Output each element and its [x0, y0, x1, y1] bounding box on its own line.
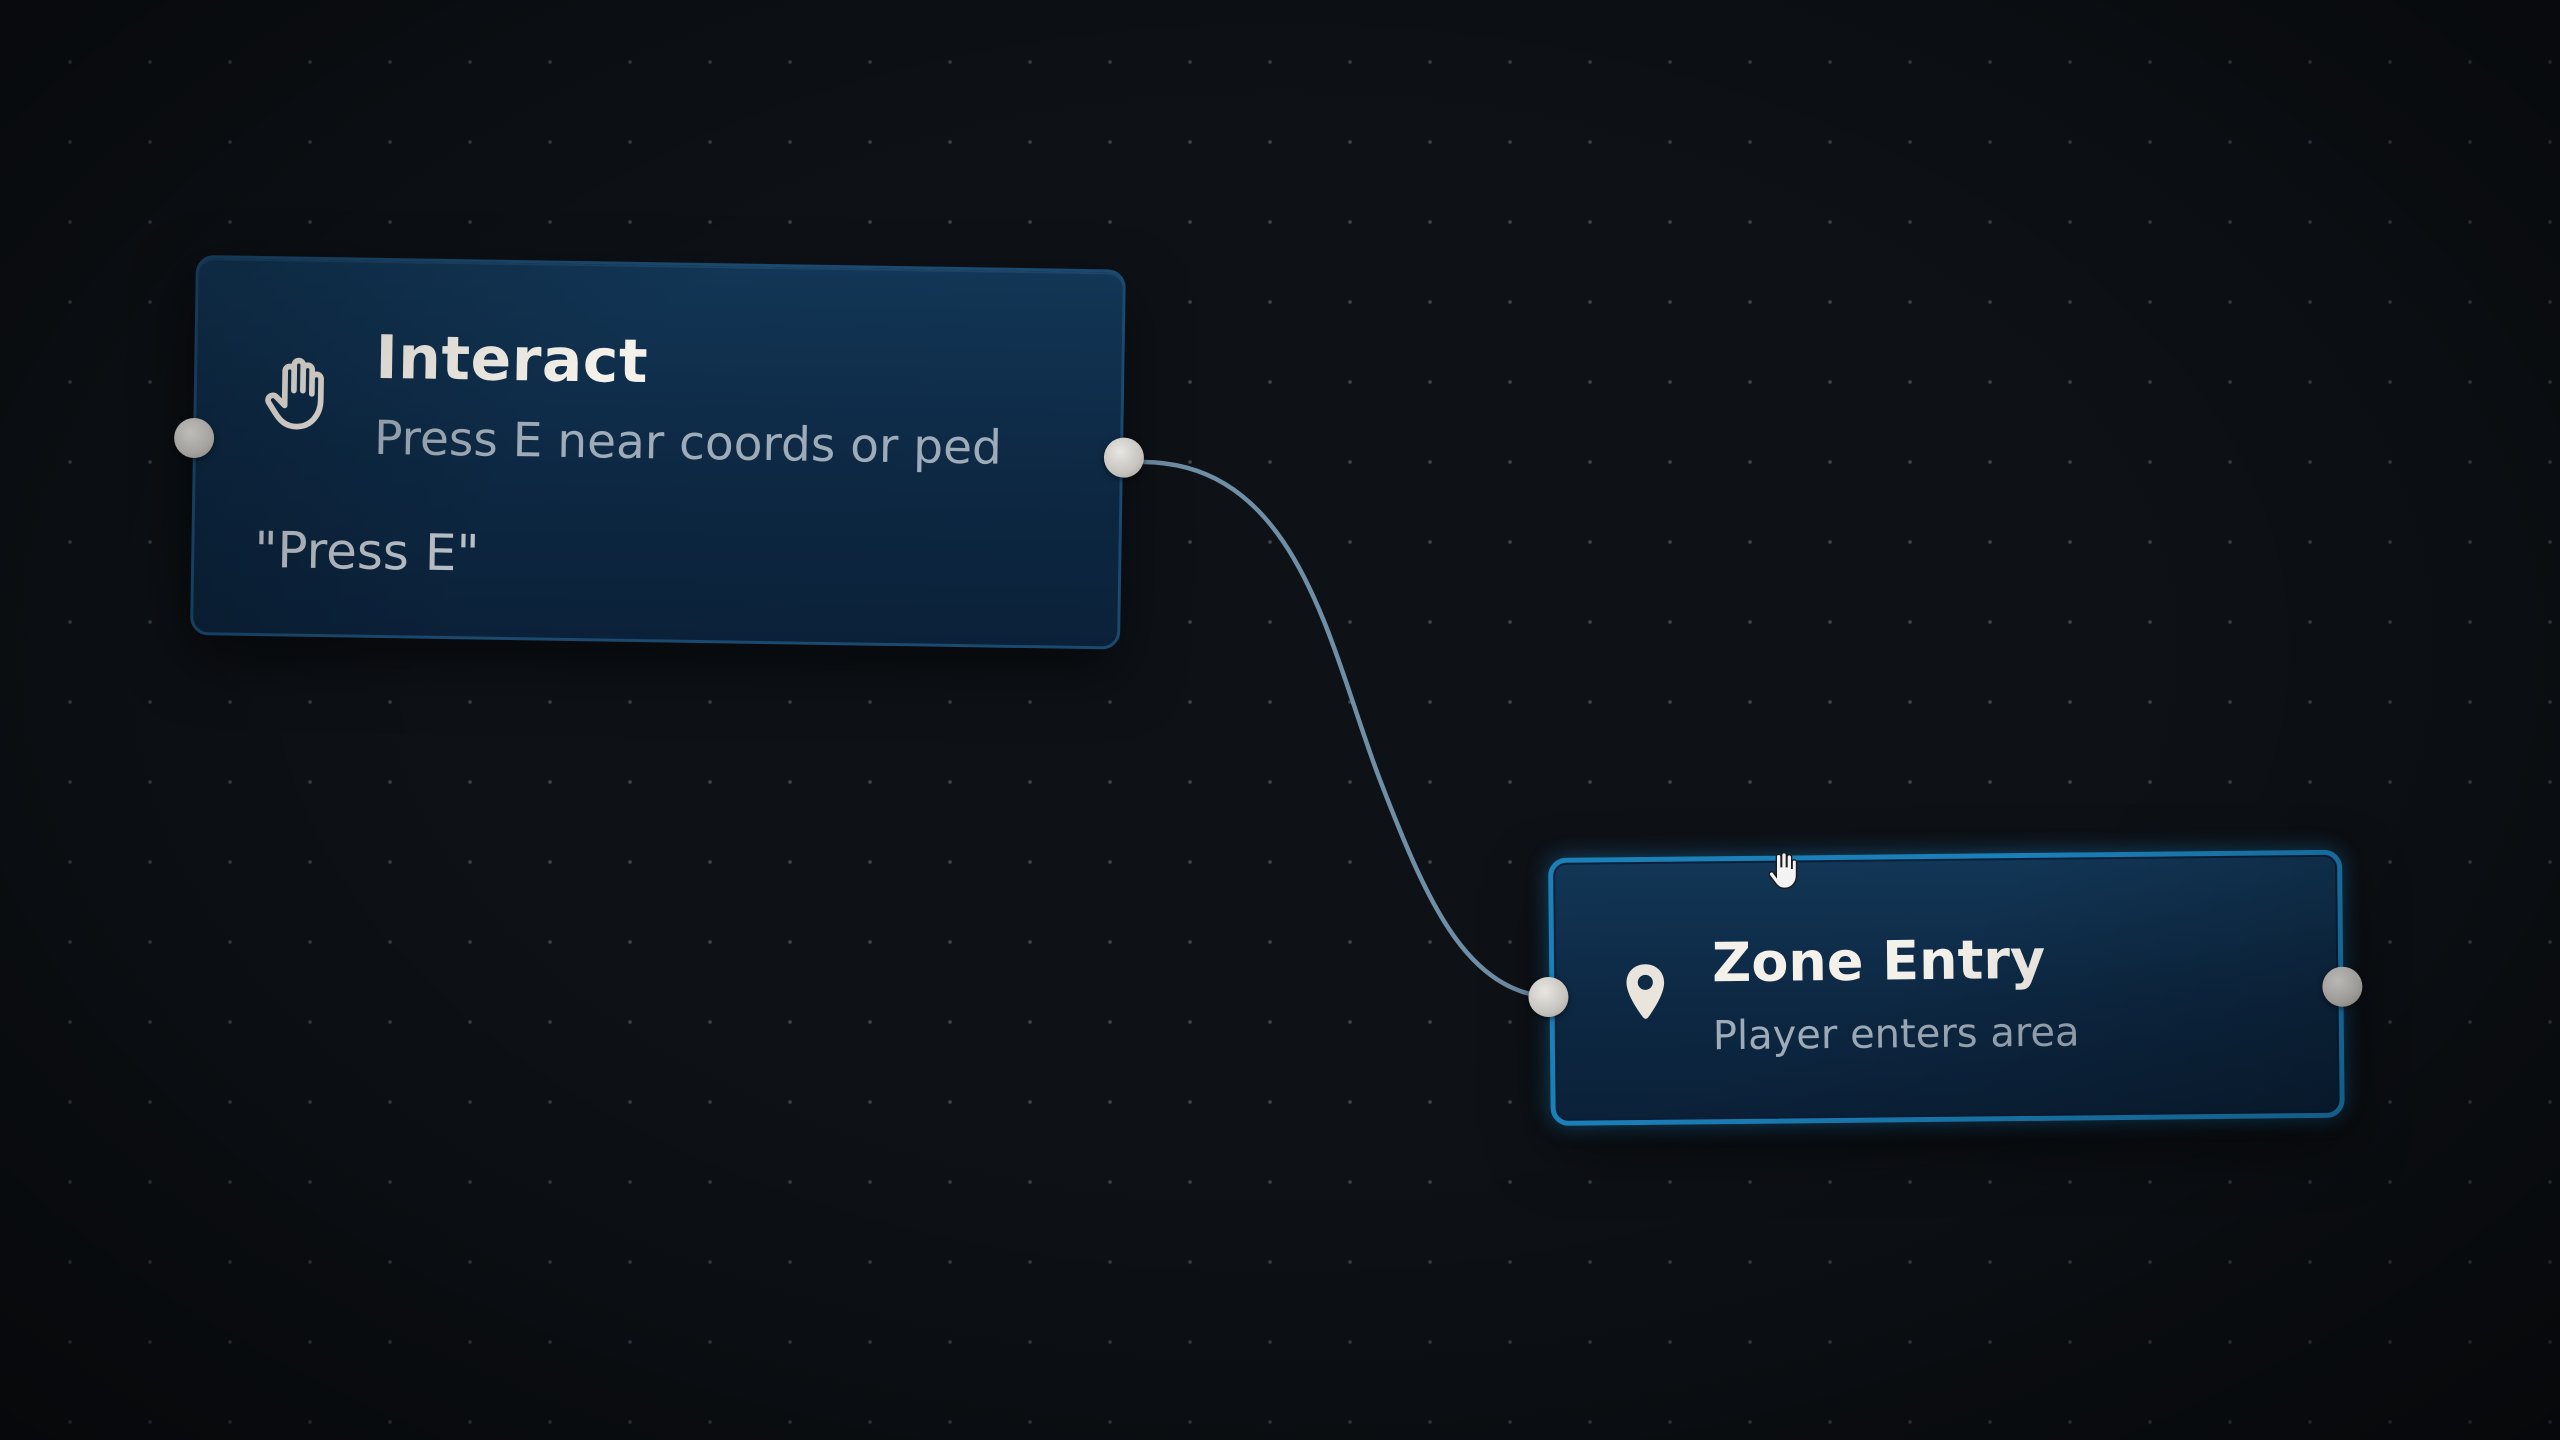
zone-entry-input-port[interactable] — [1528, 976, 1569, 1018]
zone-entry-output-port[interactable] — [2322, 966, 2363, 1007]
hand-icon — [265, 357, 324, 430]
interact-input-port[interactable] — [173, 417, 215, 459]
map-pin-icon — [1626, 964, 1665, 1019]
hand-pointer-icon — [1768, 852, 1798, 890]
node-zone-entry[interactable]: Zone Entry Player enters area — [1528, 849, 2363, 1126]
interact-prompt-text: "Press E" — [253, 520, 480, 583]
interact-subtitle: Press E near coords or ped — [373, 410, 1003, 476]
zone-entry-title: Zone Entry — [1711, 927, 2046, 995]
interact-title: Interact — [374, 322, 649, 398]
zone-entry-subtitle: Player enters area — [1712, 1009, 2080, 1060]
connection-interact-to-zone-entry[interactable] — [1139, 459, 1568, 1001]
node-interact[interactable]: Interact Press E near coords or ped "Pre… — [173, 255, 1145, 650]
